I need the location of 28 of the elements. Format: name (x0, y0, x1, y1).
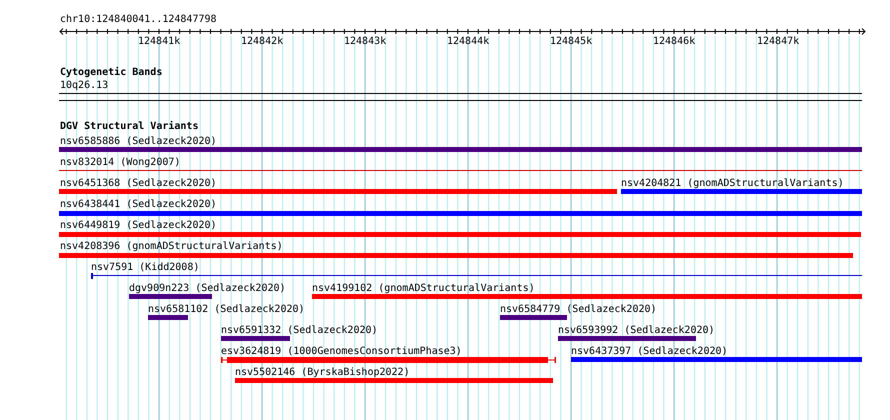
variant-label: nsv6591332 (Sedlazeck2020) (221, 325, 378, 337)
tick-label: 124841k (138, 36, 180, 48)
track-heading: Cytogenetic Bands (60, 67, 162, 79)
region-title: chr10:124840041..124847798 (60, 14, 217, 26)
variant-label: nsv6581102 (Sedlazeck2020) (148, 304, 305, 316)
tick-label: 124842k (241, 36, 284, 48)
variant-label: nsv4199102 (gnomADStructuralVariants) (312, 283, 535, 295)
variant-label: nsv6437397 (Sedlazeck2020) (571, 346, 728, 358)
tick-label: 124847k (757, 36, 800, 48)
tick-label: 124844k (447, 36, 490, 48)
track-heading: DGV Structural Variants (60, 121, 198, 133)
variant-label: nsv5502146 (ByrskaBishop2022) (235, 367, 410, 379)
tick-label: 124845k (550, 36, 592, 48)
variant-label: nsv832014 (Wong2007) (60, 157, 180, 169)
variant-label: nsv6585886 (Sedlazeck2020) (60, 136, 217, 148)
variant-label: nsv4204821 (gnomADStructuralVariants) (621, 178, 844, 190)
variant-label: dgv909n223 (Sedlazeck2020) (129, 283, 286, 295)
tick-label: 124846k (653, 36, 696, 48)
variant-label: esv3624819 (1000GenomesConsortiumPhase3) (221, 346, 462, 358)
band-label: 10q26.13 (60, 80, 108, 92)
variant-label: nsv6438441 (Sedlazeck2020) (60, 199, 217, 211)
variant-label: nsv6584779 (Sedlazeck2020) (500, 304, 657, 316)
variant-label: nsv6449819 (Sedlazeck2020) (60, 220, 217, 232)
tick-label: 124843k (344, 36, 386, 48)
variant-label: nsv6593992 (Sedlazeck2020) (558, 325, 715, 337)
variant-label: nsv4208396 (gnomADStructuralVariants) (60, 241, 283, 253)
variant-label: nsv7591 (Kidd2008) (91, 262, 200, 274)
variant-label: nsv6451368 (Sedlazeck2020) (60, 178, 217, 190)
